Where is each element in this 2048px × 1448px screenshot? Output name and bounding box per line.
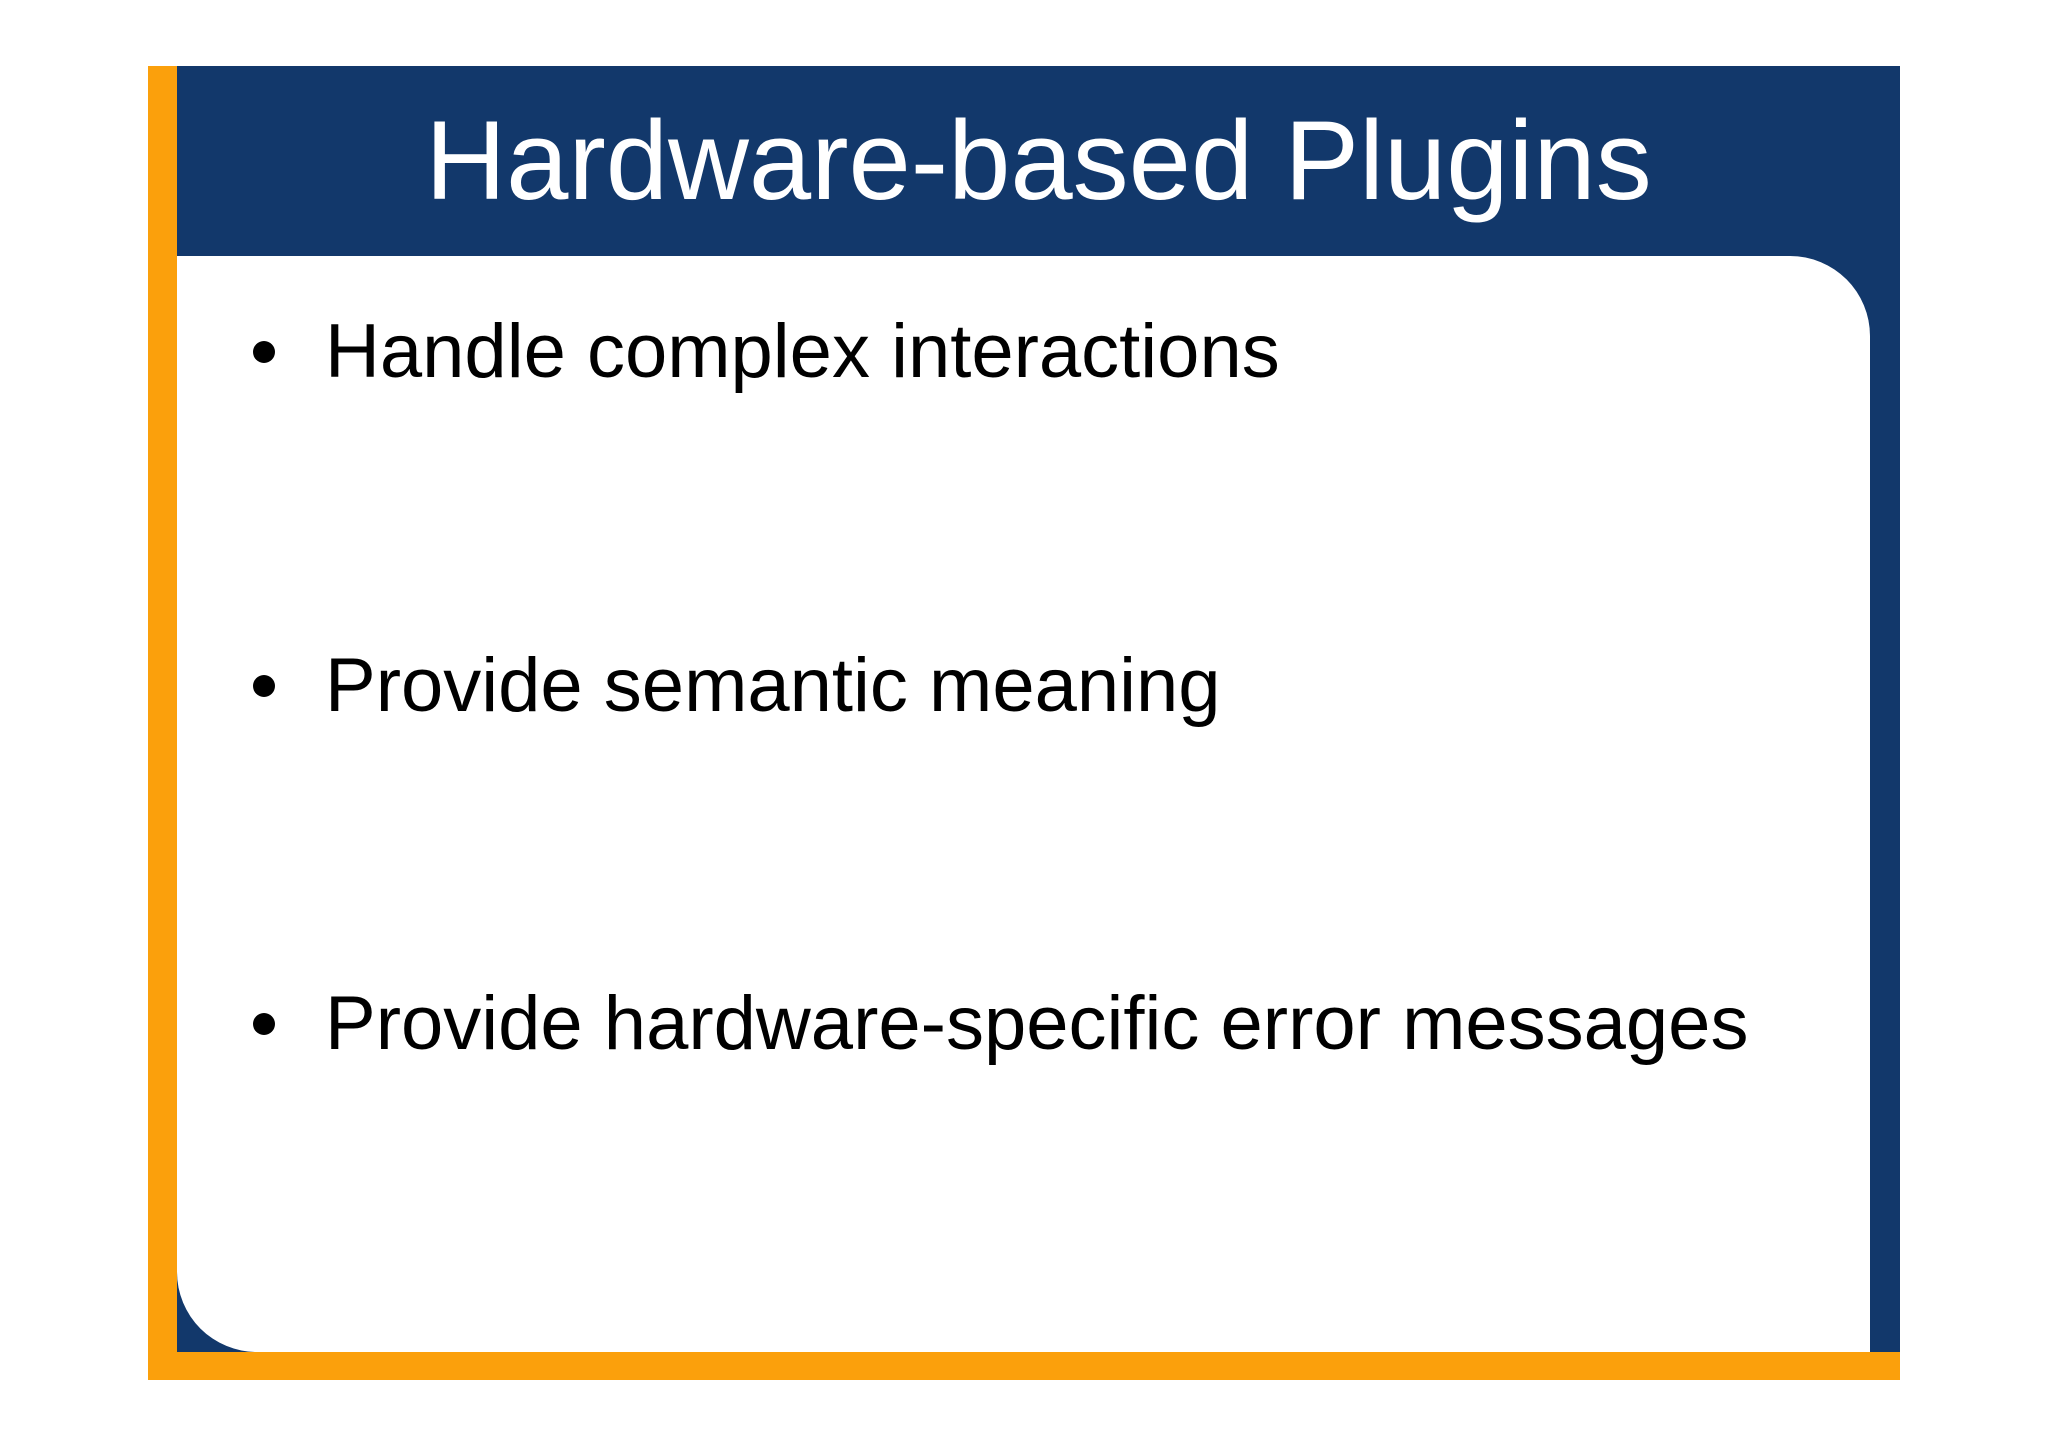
title-bar: Hardware-based Plugins [177, 66, 1900, 256]
bullet-dot-icon [253, 340, 275, 363]
bullet-item: Provide hardware-specific error messages [177, 978, 1850, 1069]
left-border [148, 66, 177, 1380]
bullet-text: Provide hardware-specific error messages [325, 981, 1749, 1066]
slide: Hardware-based Plugins Handle complex in… [148, 66, 1900, 1380]
slide-title: Hardware-based Plugins [425, 98, 1652, 223]
bullet-text: Handle complex interactions [325, 309, 1280, 394]
bullet-item: Handle complex interactions [177, 306, 1850, 397]
bottom-border [148, 1352, 1900, 1380]
bullet-text: Provide semantic meaning [325, 643, 1221, 728]
bullet-dot-icon [253, 1012, 275, 1035]
bullet-dot-icon [253, 674, 275, 697]
bullet-item: Provide semantic meaning [177, 640, 1850, 731]
content-area: Handle complex interactions Provide sema… [177, 256, 1870, 1352]
